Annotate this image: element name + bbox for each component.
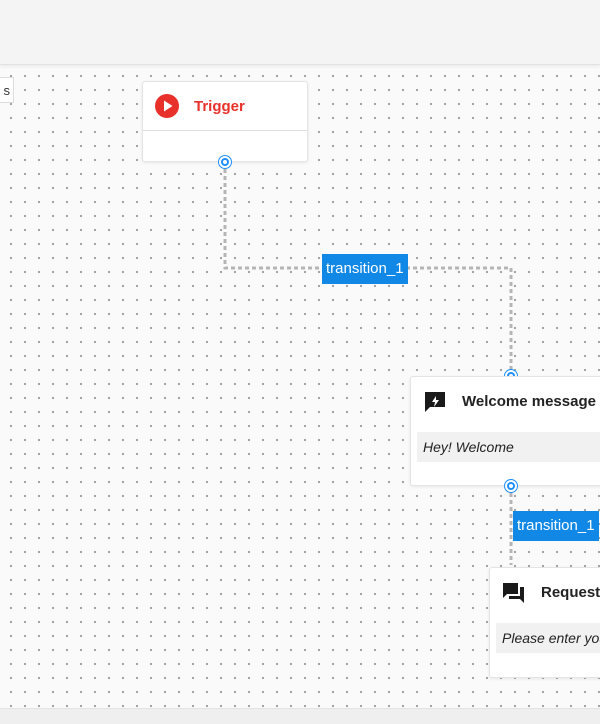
top-toolbar [0,0,600,65]
play-circle-icon [154,93,180,119]
bottom-bar [0,708,600,724]
offscreen-node-fragment[interactable]: s [0,77,14,103]
welcome-node-header: Welcome message [411,377,600,426]
welcome-output-port[interactable] [505,480,517,492]
welcome-node-title: Welcome message [462,393,596,410]
forum-icon [501,580,527,606]
trigger-node[interactable]: Trigger [142,81,308,162]
request-node-title: Request [541,584,600,601]
request-node-header: Request [490,568,600,617]
welcome-message-node[interactable]: Welcome message Hey! Welcome [410,376,600,486]
request-node[interactable]: Request Please enter you [489,567,600,678]
trigger-node-header: Trigger [143,82,307,131]
transition-label-2[interactable]: transition_1 [513,511,599,541]
transition-label-1[interactable]: transition_1 [322,254,408,284]
welcome-message-text[interactable]: Hey! Welcome [417,432,600,462]
chat-bolt-icon [422,389,448,415]
request-message-text[interactable]: Please enter you [496,623,600,653]
trigger-node-title: Trigger [194,97,245,115]
trigger-output-port[interactable] [219,156,231,168]
flow-canvas[interactable]: s Trigger transition_1 [0,65,600,708]
